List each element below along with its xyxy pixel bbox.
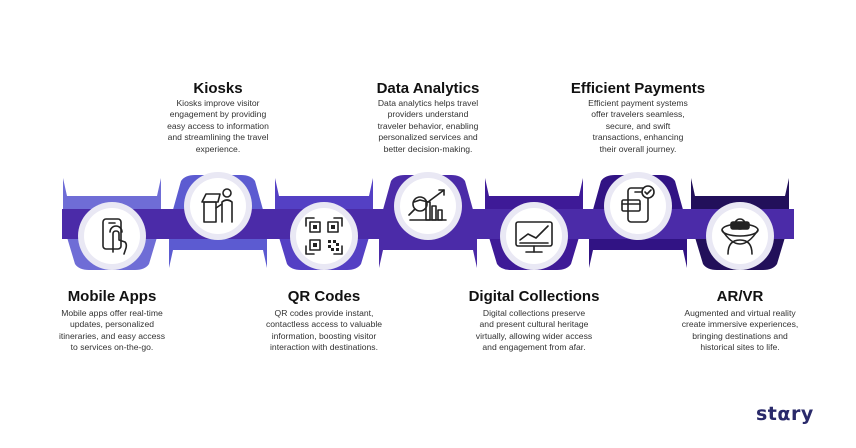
step-title: Mobile Apps <box>67 288 157 305</box>
description-line: virtually, allowing wider access <box>475 330 593 341</box>
description-line: and engagement from afar. <box>482 342 586 353</box>
description-line: and present cultural heritage <box>479 319 589 330</box>
monitor-chart-icon <box>515 221 553 253</box>
description-line: Digital collections preserve <box>482 308 586 318</box>
description-line: historical sites to life. <box>700 342 780 353</box>
description-line: Augmented and virtual reality <box>684 308 796 318</box>
description-line: better decision-making. <box>383 143 473 154</box>
description-line: secure, and swift <box>605 120 671 131</box>
icon-badge-disc <box>296 208 352 264</box>
description-line: Mobile apps offer real-time <box>61 308 163 318</box>
kiosk-person-icon <box>201 188 233 223</box>
description-line: engagement by providing <box>169 109 267 120</box>
step-title: Efficient Payments <box>570 80 706 97</box>
description-line: information, boosting visitor <box>271 330 377 341</box>
description-line: traveler behavior, enabling <box>377 120 479 131</box>
description-line: bringing destinations and <box>692 330 788 341</box>
description-line: to services on-the-go. <box>70 342 154 353</box>
description-line: Efficient payment systems <box>588 98 688 108</box>
step-4-icon-badge <box>394 172 462 240</box>
description-line: personalized services and <box>378 132 478 143</box>
smartphone-touch-icon <box>102 218 128 255</box>
description-line: Kiosks improve visitor <box>176 98 260 108</box>
vr-headset-icon <box>721 218 759 255</box>
step-title: Kiosks <box>193 80 243 97</box>
description-line: interaction with destinations. <box>270 342 378 353</box>
step-2-icon-badge <box>184 172 252 240</box>
description-line: itineraries, and easy access <box>58 330 166 341</box>
description-line: easy access to information <box>167 120 269 131</box>
description-line: updates, personalized <box>69 319 155 330</box>
step-7-icon-badge <box>706 202 774 270</box>
description-line: Data analytics helps travel <box>377 98 479 108</box>
icon-badge-disc <box>400 178 456 234</box>
timeline-icons <box>78 172 774 270</box>
description-line: experience. <box>195 143 241 154</box>
description-line: QR codes provide instant, <box>274 308 374 318</box>
icon-badge-disc <box>506 208 562 264</box>
step-title: AR/VR <box>716 288 764 305</box>
step-6-icon-badge <box>604 172 672 240</box>
description-line: contactless access to valuable <box>265 319 383 330</box>
step-title: Digital Collections <box>468 288 600 305</box>
step-title: Data Analytics <box>376 80 480 97</box>
logo-text: stαry <box>756 403 814 425</box>
step-1-icon-badge <box>78 202 146 270</box>
icon-badge-disc <box>610 178 666 234</box>
description-line: transactions, enhancing <box>592 132 684 143</box>
step-description: QR codes provide instant,contactless acc… <box>244 308 404 354</box>
description-line: providers understand <box>387 109 469 120</box>
icon-badge-disc <box>84 208 140 264</box>
description-line: their overall journey. <box>599 143 677 154</box>
analytics-chart-icon <box>408 189 447 221</box>
description-line: offer travelers seamless, <box>591 109 685 120</box>
step-3-icon-badge <box>290 202 358 270</box>
qr-code-icon <box>305 217 343 255</box>
description-line: create immersive experiences, <box>681 319 799 330</box>
mobile-payment-icon <box>621 185 655 223</box>
description-line: and streamlining the travel <box>167 132 269 143</box>
step-5-icon-badge <box>500 202 568 270</box>
step-title: QR Codes <box>287 288 361 305</box>
brand-logo: stαry <box>756 403 814 425</box>
